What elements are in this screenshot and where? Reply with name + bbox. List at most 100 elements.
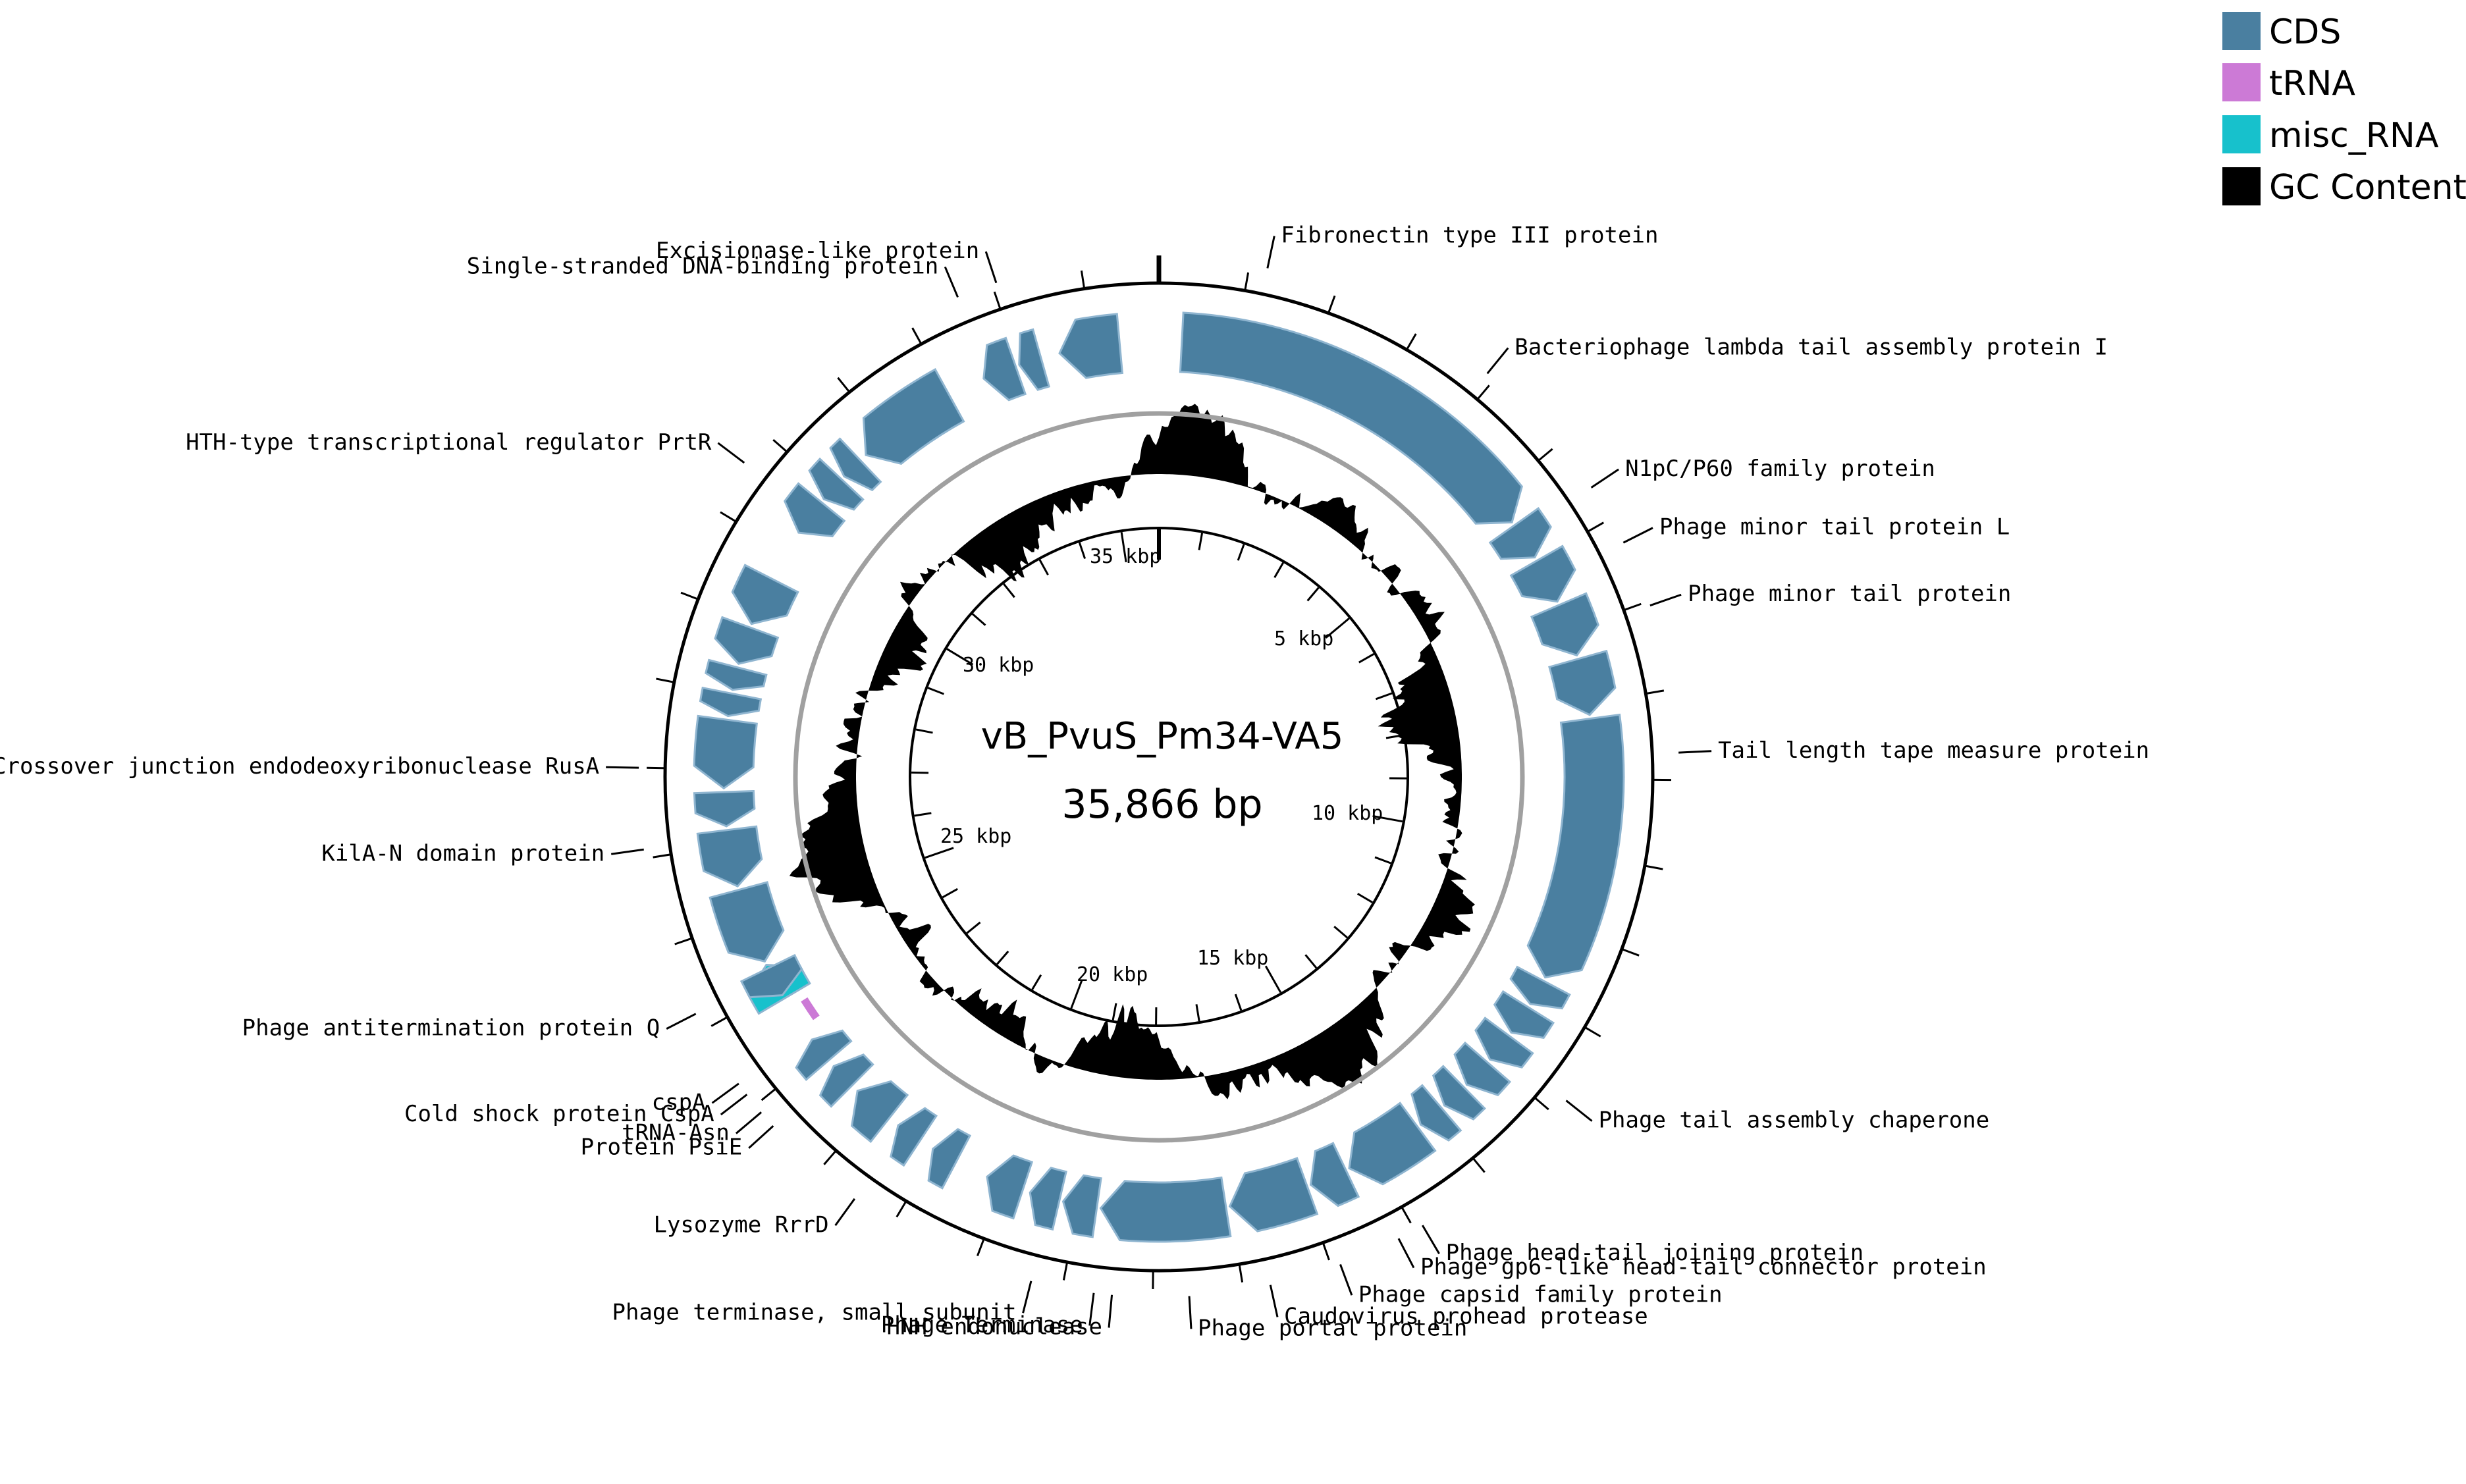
kbp-label-20: 20 kbp [1077, 963, 1148, 986]
feature-label: Phage portal protein [1198, 1315, 1467, 1342]
feature-label: Phage terminase, small subunit [612, 1299, 1017, 1325]
cds-feature [1526, 713, 1625, 979]
feature-label: Phage minor tail protein L [1659, 514, 2010, 541]
kbp-scale-labels: 35 kbp 5 kbp 30 kbp 10 kbp 25 kbp 20 kbp… [940, 545, 1383, 986]
scale-tick [914, 812, 932, 817]
label-leader-line [1088, 1292, 1095, 1326]
label-leader-line [1649, 593, 1682, 607]
feature-label: Cold shock protein CspA [404, 1101, 714, 1127]
legend-label-cds: CDS [2269, 13, 2341, 52]
feature-label: HNH endonuclease [887, 1314, 1103, 1340]
outer-tick [823, 1151, 836, 1165]
cds-feature [890, 1107, 938, 1167]
scale-tick [1038, 559, 1049, 575]
feature-label: Protein PsiE [581, 1134, 743, 1161]
feature-label: Phage head-tail joining protein [1446, 1240, 1864, 1266]
label-leader-line [748, 1125, 774, 1149]
cds-feature [982, 336, 1027, 402]
label-leader-line [666, 1013, 697, 1030]
feature-label: Single-stranded DNA-binding protein [467, 253, 938, 279]
cds-feature [1099, 1176, 1232, 1243]
outer-tick [1401, 1207, 1412, 1224]
feature-labels: Fibronectin type III proteinBacteriophag… [0, 222, 2149, 1341]
scale-tick [996, 950, 1009, 965]
feature-label: HTH-type transcriptional regulator PrtR [186, 429, 712, 456]
label-leader-line [1266, 236, 1275, 269]
inner-gray-ring [793, 411, 1525, 1143]
scale-tick [1112, 1003, 1117, 1020]
scale-tick [1306, 587, 1320, 602]
cds-feature [1348, 1101, 1437, 1186]
scale-tick [1237, 544, 1245, 561]
legend-swatch-misc-rna [2222, 115, 2261, 153]
label-leader-line [611, 848, 644, 855]
scale-tick [1003, 583, 1015, 598]
scale-tick [1120, 532, 1127, 563]
outer-tick [993, 291, 1001, 309]
outer-tick [1477, 384, 1490, 400]
scale-tick [915, 728, 933, 734]
legend-swatch-gc-content [2222, 167, 2261, 205]
label-leader-line [1397, 1238, 1415, 1269]
feature-label: Phage minor tail protein [1688, 581, 2011, 607]
outer-tick [1585, 1026, 1601, 1038]
outer-tick [911, 327, 922, 344]
scale-tick [927, 687, 944, 695]
label-leader-line [944, 266, 959, 298]
cds-feature [783, 482, 846, 538]
cds-feature [696, 825, 763, 888]
cds-feature [1474, 1017, 1534, 1069]
cds-feature [1432, 1065, 1486, 1121]
scale-tick [1264, 965, 1282, 994]
outer-tick [772, 438, 787, 452]
scale-tick [925, 847, 954, 859]
cds-feature [808, 457, 865, 511]
kbp-label-30: 30 kbp [963, 654, 1034, 677]
scale-tick [946, 648, 974, 666]
cds-feature [1018, 328, 1050, 391]
label-leader-line [1565, 1100, 1593, 1122]
cds-feature [1530, 592, 1599, 657]
legend-label-gc-content: GC Content [2269, 168, 2466, 207]
label-leader-line [1486, 347, 1509, 375]
outer-tick [1080, 270, 1085, 288]
scale-tick [1356, 893, 1373, 903]
feature-label: Fibronectin type III protein [1281, 222, 1658, 248]
feature-label: tRNA-Asn [622, 1120, 730, 1146]
outer-tick [1327, 295, 1336, 313]
outer-tick [1472, 1158, 1486, 1173]
scale-tick [1078, 542, 1086, 560]
cds-feature [1029, 1167, 1067, 1231]
legend-label-misc-rna: misc_RNA [2269, 116, 2439, 155]
scale-tick [1374, 856, 1391, 864]
label-leader-line [1022, 1281, 1032, 1313]
genome-length: 35,866 bp [1061, 782, 1262, 828]
cds-feature [693, 714, 758, 790]
scale-tick [971, 613, 986, 626]
cds-feature [986, 1154, 1034, 1220]
feature-label: Lysozyme RrrD [653, 1211, 828, 1238]
cds-feature [927, 1128, 972, 1190]
scale-tick [1358, 652, 1375, 664]
feature-label: Excisionase-like protein [656, 238, 979, 264]
label-leader-line [1622, 527, 1653, 544]
cds-feature [714, 616, 780, 665]
outer-tick [710, 1017, 727, 1027]
feature-label: Phage antitermination protein Q [242, 1015, 660, 1042]
scale-tick [1372, 814, 1403, 823]
cds-feature [829, 437, 882, 492]
outer-tick [1622, 948, 1640, 957]
cds-feature [731, 564, 799, 625]
cds-feature [862, 368, 965, 465]
cds-feature [1453, 1041, 1512, 1097]
kbp-label-5: 5 kbp [1274, 627, 1333, 650]
outer-backbone-ring [663, 281, 1655, 1273]
feature-label: Phage tail assembly chaperone [1599, 1107, 1990, 1134]
label-leader-line [720, 1094, 748, 1116]
label-leader-line [735, 1111, 763, 1134]
label-leader-line [1421, 1225, 1440, 1254]
feature-label: N1pC/P60 family protein [1625, 456, 1935, 482]
outer-tick-marks [647, 255, 1671, 1289]
cds-feature [818, 1053, 874, 1108]
feature-label: Caudovirus prohead protease [1284, 1303, 1648, 1329]
